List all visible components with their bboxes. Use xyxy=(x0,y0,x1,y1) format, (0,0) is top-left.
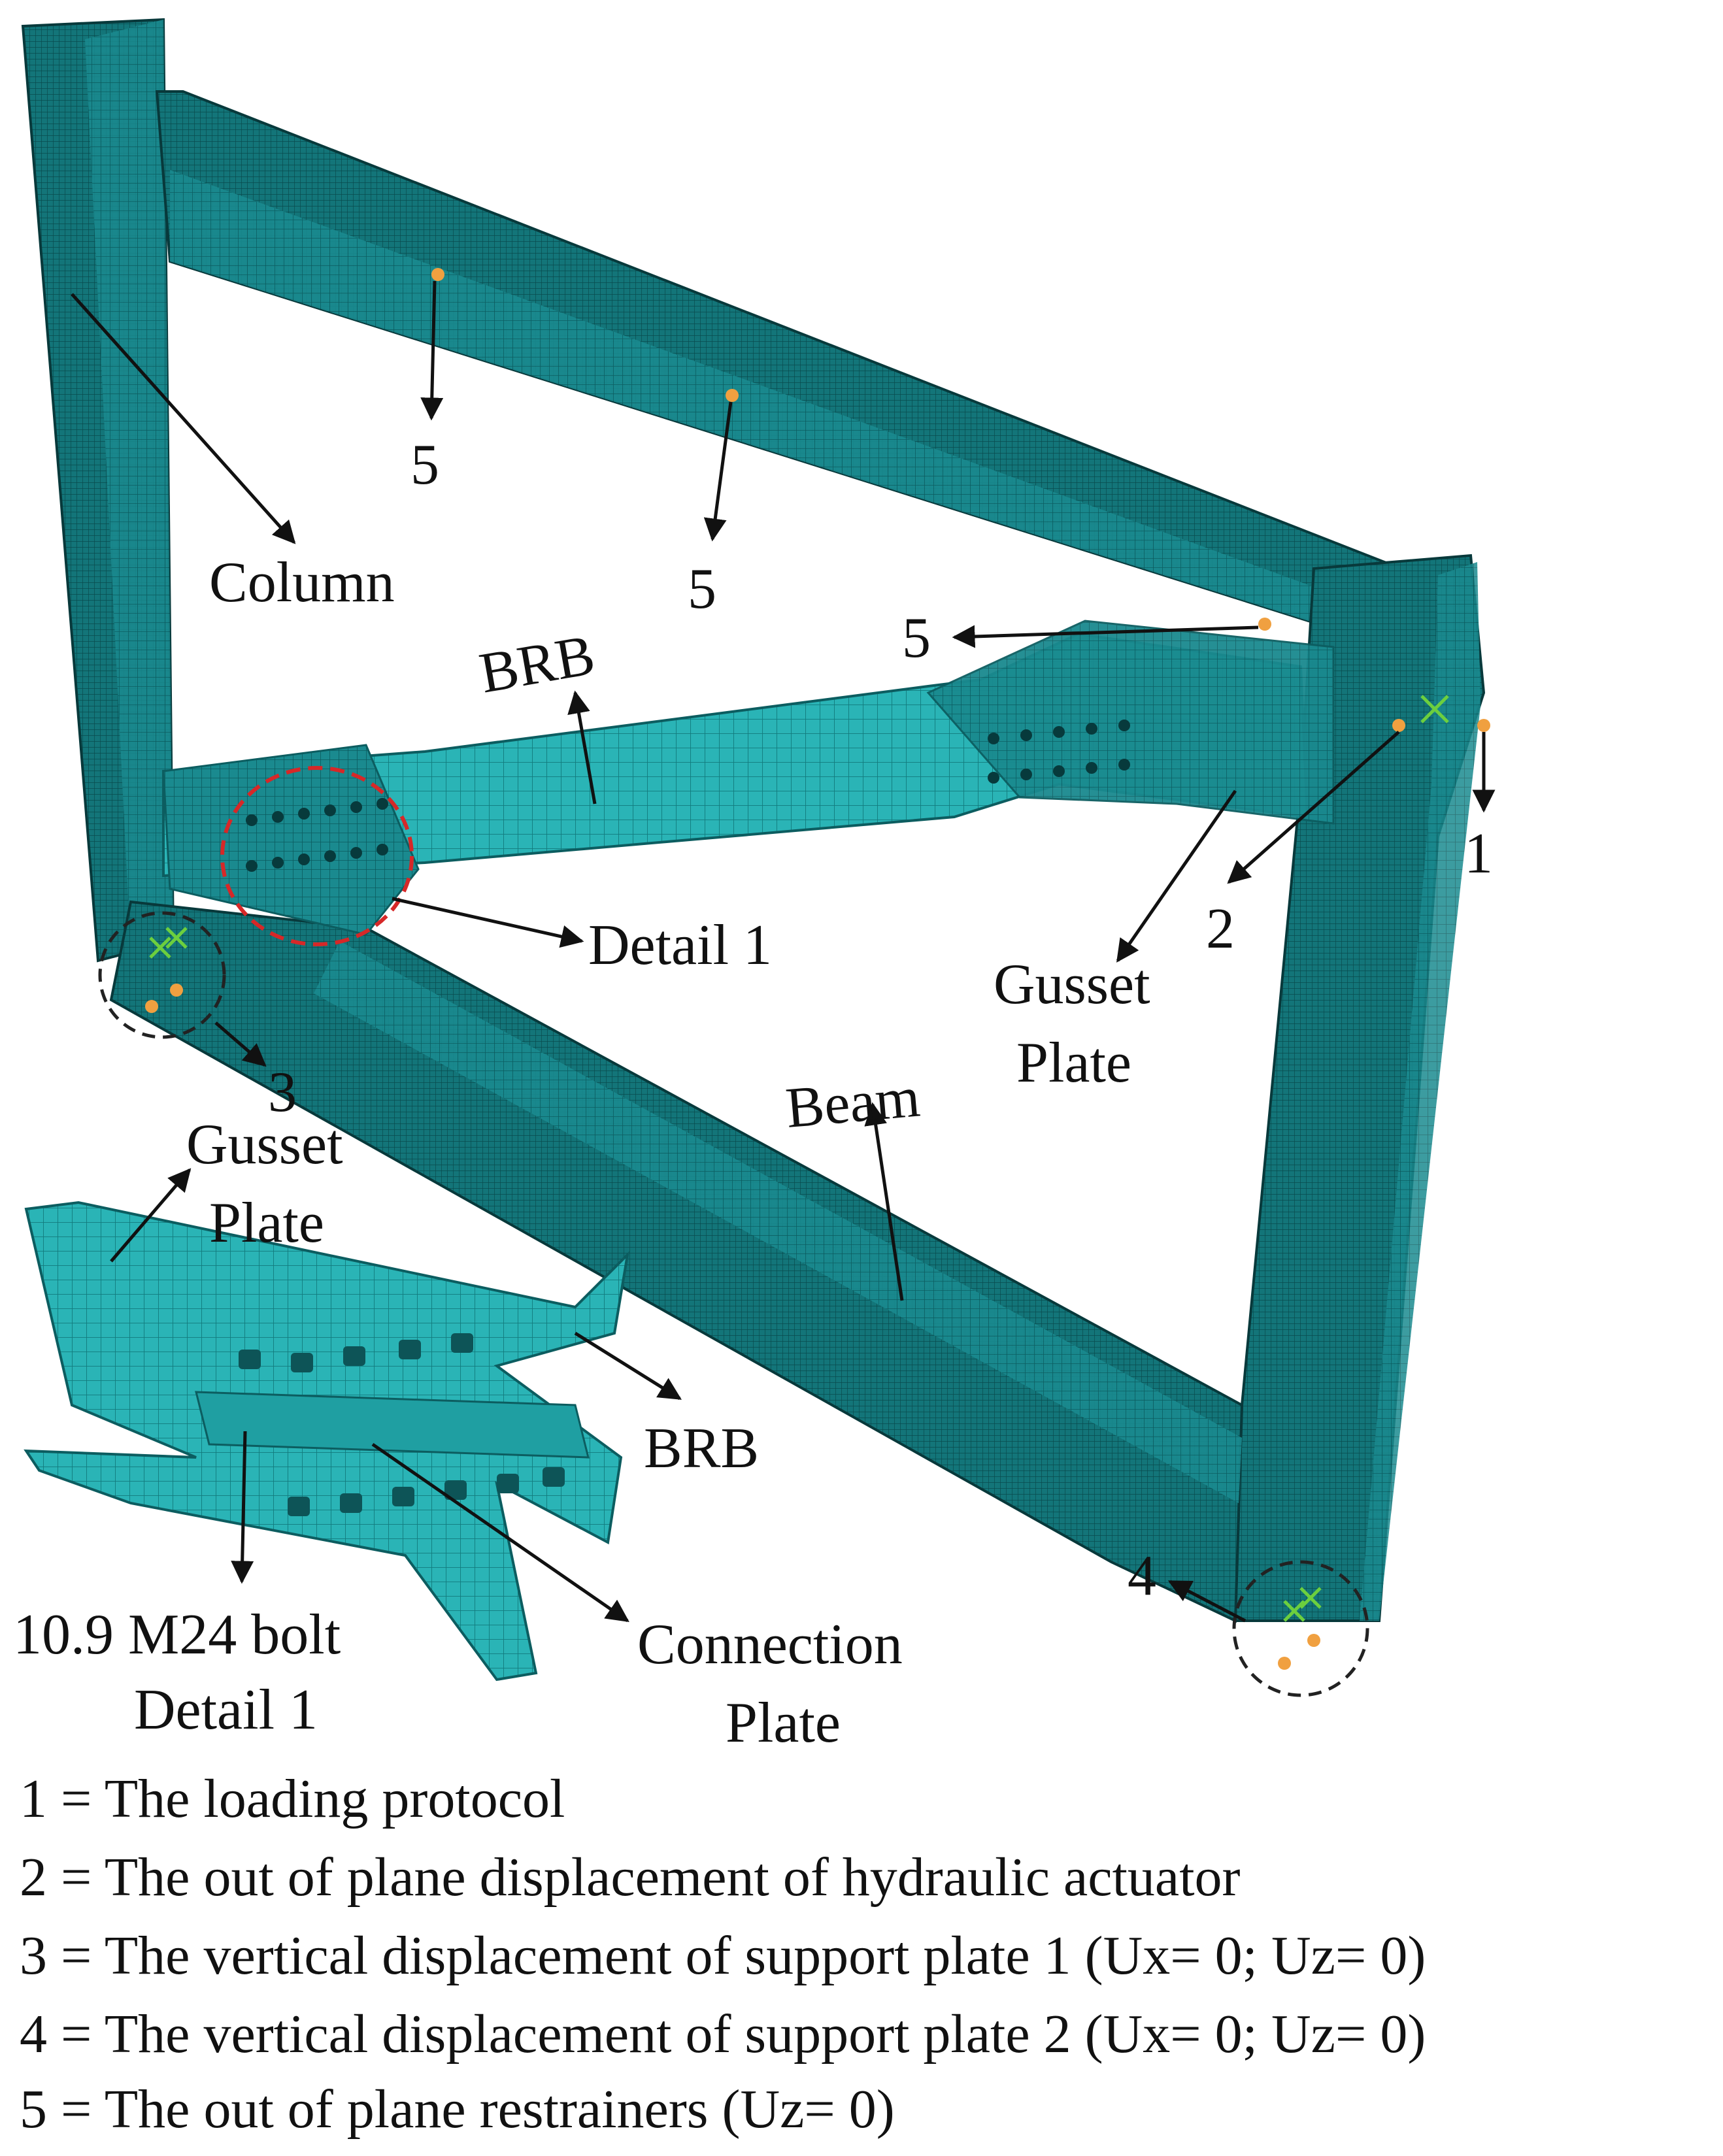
brb-bolts-left xyxy=(246,798,388,872)
label-connection-2: Plate xyxy=(726,1691,841,1755)
label-gusset-right-2: Plate xyxy=(1016,1031,1131,1095)
support2-circle xyxy=(1232,1560,1369,1697)
label-brb-inset: BRB xyxy=(644,1417,759,1480)
label-brb-top: BRB xyxy=(475,623,599,706)
bottom-beam-web xyxy=(314,941,1242,1503)
support1-circle xyxy=(98,911,226,1039)
label-column: Column xyxy=(209,551,395,614)
legend: 1 = The loading protocol 2 = The out of … xyxy=(20,1768,1426,2140)
detail1-inset xyxy=(24,1201,629,1682)
brb-bolts-right xyxy=(988,720,1130,784)
right-column-flange xyxy=(1360,562,1480,1621)
label-beam: Beam xyxy=(783,1065,922,1140)
bc-markers xyxy=(145,268,1490,1670)
legend-item-2: 2 = The out of plane displacement of hyd… xyxy=(20,1847,1241,1908)
label-connection-1: Connection xyxy=(637,1613,903,1676)
label-bolt: 10.9 M24 bolt xyxy=(13,1603,341,1667)
arrows xyxy=(71,280,1496,1623)
legend-item-4: 4 = The vertical displacement of support… xyxy=(20,2004,1426,2065)
marker-1: 1 xyxy=(1464,822,1493,886)
marker-5b: 5 xyxy=(688,557,716,621)
label-detail1-pointer: Detail 1 xyxy=(588,914,772,977)
marker-3: 3 xyxy=(268,1061,297,1124)
marker-5c: 5 xyxy=(902,606,931,670)
label-detail1-caption: Detail 1 xyxy=(134,1678,318,1742)
legend-item-5: 5 = The out of plane restrainers (Uz= 0) xyxy=(20,2079,895,2140)
marker-2: 2 xyxy=(1206,897,1235,961)
label-gusset-inset-1: Gusset xyxy=(186,1113,343,1176)
legend-item-1: 1 = The loading protocol xyxy=(20,1768,565,1829)
left-column-flange xyxy=(85,20,173,951)
top-beam-web xyxy=(170,170,1425,654)
detail1-circle xyxy=(220,766,414,946)
legend-item-3: 3 = The vertical displacement of support… xyxy=(20,1925,1426,1986)
label-gusset-right-1: Gusset xyxy=(994,953,1150,1016)
marker-5a: 5 xyxy=(410,433,439,497)
label-gusset-inset-2: Plate xyxy=(209,1191,324,1255)
marker-4: 4 xyxy=(1128,1544,1156,1608)
